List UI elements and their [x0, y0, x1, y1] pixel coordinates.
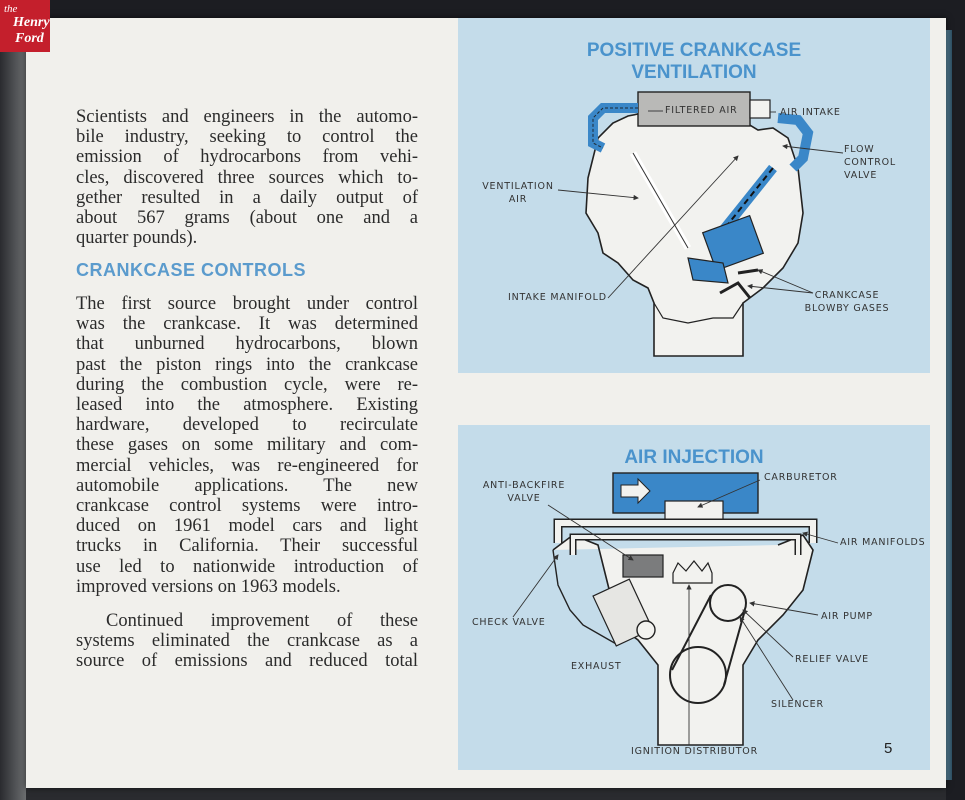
pcv-title-line2: VENTILATION — [631, 62, 757, 83]
text-line: The first source brought under control — [76, 294, 418, 314]
label-check-valve: CHECK VALVE — [472, 617, 546, 628]
text-line: systems eliminated the crankcase as a — [76, 631, 418, 652]
text-line: Continued improvement of these — [106, 611, 418, 631]
text-line: quarter pounds). — [76, 228, 198, 249]
label-filtered-air: FILTERED AIR — [665, 105, 738, 116]
text-line: gether resulted in a daily output of — [76, 187, 418, 208]
text-line: hardware, developed to recirculate — [76, 415, 418, 436]
text-line: about 567 grams (about one and a — [76, 208, 418, 229]
label-flow-control-valve: FLOW CONTROL VALVE — [844, 144, 896, 181]
text-line: crankcase control systems were intro- — [76, 496, 418, 517]
text-line: cles, discovered three sources which to- — [76, 167, 418, 188]
label-ignition-distributor: IGNITION DISTRIBUTOR — [631, 746, 758, 757]
continued-paragraph: Continued improvement of these systems e… — [76, 611, 418, 672]
text-line: source of emissions and reduced total — [76, 651, 418, 672]
text-line: past the piston rings into the crankcase — [76, 354, 418, 375]
logo-the: the — [4, 3, 18, 15]
label-anti-backfire-valve: ANTI-BACKFIRE VALVE — [482, 480, 566, 504]
text-line: use led to nationwide introduction of — [76, 556, 418, 577]
text-line: Scientists and engineers in the automo- — [76, 107, 418, 127]
logo-ford: Ford — [15, 31, 44, 46]
text-line: automobile applications. The new — [76, 475, 418, 496]
text-line: these gases on some military and com- — [76, 435, 418, 456]
text-line: was the crankcase. It was determined — [76, 314, 418, 335]
book-bottom-edge — [26, 786, 946, 800]
air-injection-diagram-panel: AIR INJECTION ANTI-BACKFIRE VALVE CARBUR… — [458, 425, 930, 770]
text-line: that unburned hydrocarbons, blown — [76, 334, 418, 355]
label-air-intake: AIR INTAKE — [780, 107, 841, 118]
henry-ford-logo: the Henry Ford — [0, 0, 50, 52]
pcv-title-line1: POSITIVE CRANKCASE — [586, 40, 802, 61]
text-line: leased into the atmosphere. Existing — [76, 395, 418, 416]
label-crankcase-blowby: CRANKCASE BLOWBY GASES — [804, 290, 890, 314]
label-silencer: SILENCER — [771, 699, 824, 710]
intro-paragraph: Scientists and engineers in the automo- … — [76, 107, 418, 248]
pcv-diagram-panel: POSITIVE CRANKCASE VENTILATION FILTERED … — [458, 18, 930, 373]
label-air-manifolds: AIR MANIFOLDS — [840, 537, 926, 548]
pcv-title: POSITIVE CRANKCASE VENTILATION — [458, 40, 930, 84]
text-line: emission of hydrocarbons from vehi- — [76, 147, 418, 168]
label-carburetor: CARBURETOR — [764, 472, 838, 483]
text-line: bile industry, seeking to control the — [76, 127, 418, 148]
text-line: improved versions on 1963 models. — [76, 576, 341, 597]
text-line: mercial vehicles, was re-engineered for — [76, 455, 418, 476]
label-relief-valve: RELIEF VALVE — [795, 654, 869, 665]
section-heading: CRANKCASE CONTROLS — [76, 260, 307, 280]
text-line: duced on 1961 model cars and light — [76, 516, 418, 537]
label-air-pump: AIR PUMP — [821, 611, 873, 622]
label-exhaust: EXHAUST — [571, 661, 622, 672]
crankcase-paragraph: The first source brought under control w… — [76, 294, 418, 597]
text-line: trucks in California. Their successful — [76, 536, 418, 557]
air-injection-title: AIR INJECTION — [624, 447, 764, 468]
label-intake-manifold: INTAKE MANIFOLD — [508, 292, 607, 303]
pcv-engine-illustration — [557, 91, 844, 357]
page-number: 5 — [884, 740, 893, 757]
text-line: during the combustion cycle, were re- — [76, 374, 418, 395]
logo-henry: Henry — [13, 15, 50, 30]
air-injection-engine-illustration — [512, 472, 839, 746]
label-ventilation-air: VENTILATION AIR — [482, 181, 554, 205]
